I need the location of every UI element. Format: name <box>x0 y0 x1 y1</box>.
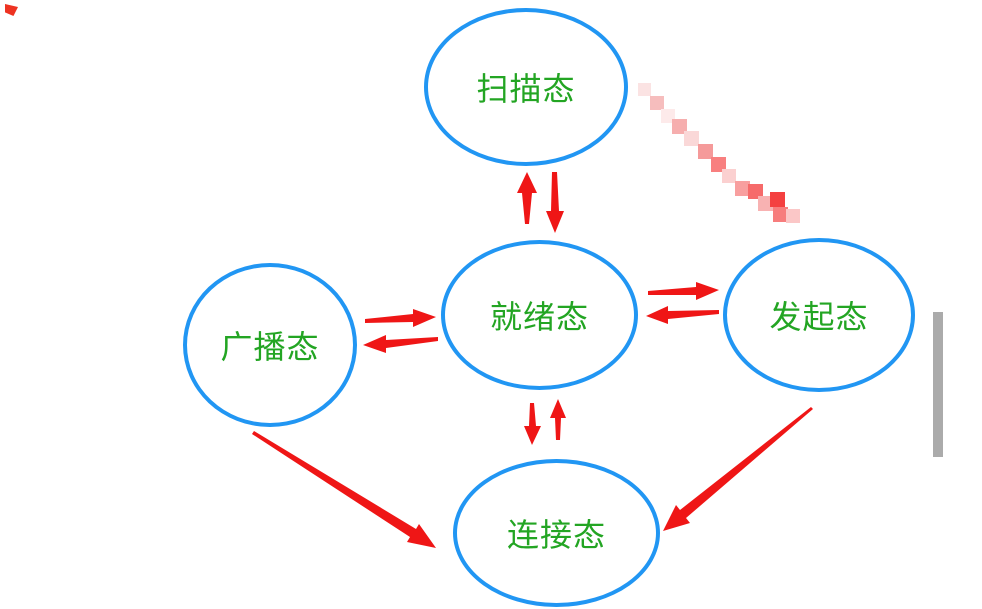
arrow-initiate-to-connect-icon <box>663 407 813 531</box>
state-node-connect: 连接态 <box>453 459 660 607</box>
arrow-initiate-to-ready-icon <box>646 306 719 324</box>
state-label-advertise: 广播态 <box>220 328 320 366</box>
pixel-block <box>711 157 726 172</box>
arrow-ready-to-initiate-icon <box>648 282 719 300</box>
arrow-scan-to-ready-icon <box>546 172 564 233</box>
pixel-block <box>748 184 763 199</box>
state-node-ready: 就绪态 <box>441 240 638 390</box>
state-node-scan: 扫描态 <box>424 8 628 166</box>
state-label-connect: 连接态 <box>506 516 606 554</box>
pixel-block <box>770 192 785 207</box>
arrow-ready-to-connect-icon <box>524 403 541 445</box>
pixel-block <box>786 209 800 223</box>
arrow-ready-to-advertise-icon <box>363 335 438 353</box>
pixel-block <box>722 169 736 183</box>
pixel-block <box>773 207 788 222</box>
corner-red-mark <box>5 4 18 16</box>
pixel-block <box>650 96 664 110</box>
arrow-advertise-to-connect-icon <box>252 431 436 548</box>
arrow-advertise-to-ready-icon <box>365 309 436 327</box>
pixel-block <box>661 109 675 123</box>
arrow-ready-to-scan-icon <box>517 172 537 224</box>
pixel-block <box>672 119 687 134</box>
pixel-block <box>735 181 750 196</box>
state-node-advertise: 广播态 <box>183 263 357 427</box>
state-label-scan: 扫描态 <box>476 70 576 108</box>
pixel-block <box>758 196 773 211</box>
state-label-ready: 就绪态 <box>489 298 589 336</box>
pixel-block <box>684 131 699 146</box>
state-label-initiate: 发起态 <box>769 298 869 336</box>
pixel-block <box>698 144 713 159</box>
pixel-block <box>638 83 651 96</box>
state-node-initiate: 发起态 <box>723 238 915 392</box>
arrow-connect-to-ready-icon <box>550 399 566 440</box>
scrollbar-thumb[interactable] <box>933 312 943 457</box>
